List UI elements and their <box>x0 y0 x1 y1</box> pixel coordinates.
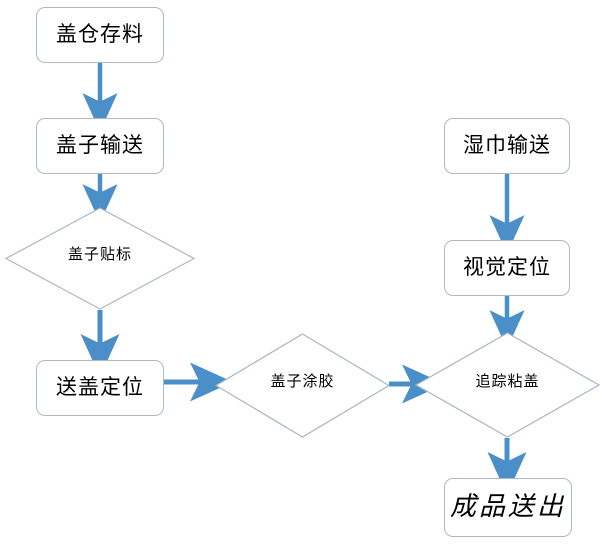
node-cap-labeling[interactable]: 盖子贴标 <box>5 207 195 310</box>
node-cap-gluing[interactable]: 盖子涂胶 <box>215 333 390 438</box>
node-label: 视觉定位 <box>463 255 551 280</box>
node-cap-storage[interactable]: 盖仓存料 <box>36 7 164 63</box>
diamond-shape <box>415 332 600 438</box>
node-label: 盖子输送 <box>56 133 144 158</box>
node-finished-product-output[interactable]: 成品送出 <box>444 478 572 537</box>
node-label: 盖子涂胶 <box>270 372 335 391</box>
node-label: 追踪粘盖 <box>475 371 540 390</box>
node-label: 成品送出 <box>449 492 566 523</box>
node-label: 送盖定位 <box>56 375 144 400</box>
node-wipe-conveying[interactable]: 湿巾输送 <box>444 118 570 174</box>
node-label: 盖子贴标 <box>67 245 132 264</box>
diamond-shape <box>5 207 195 310</box>
node-cap-conveying[interactable]: 盖子输送 <box>36 118 164 174</box>
node-tracking-cap-sticking[interactable]: 追踪粘盖 <box>415 332 600 438</box>
node-label: 盖仓存料 <box>56 22 144 47</box>
node-label: 湿巾输送 <box>463 133 551 158</box>
node-vision-positioning[interactable]: 视觉定位 <box>444 240 570 296</box>
node-cap-feeding-position[interactable]: 送盖定位 <box>36 360 164 416</box>
diamond-shape <box>215 333 390 438</box>
